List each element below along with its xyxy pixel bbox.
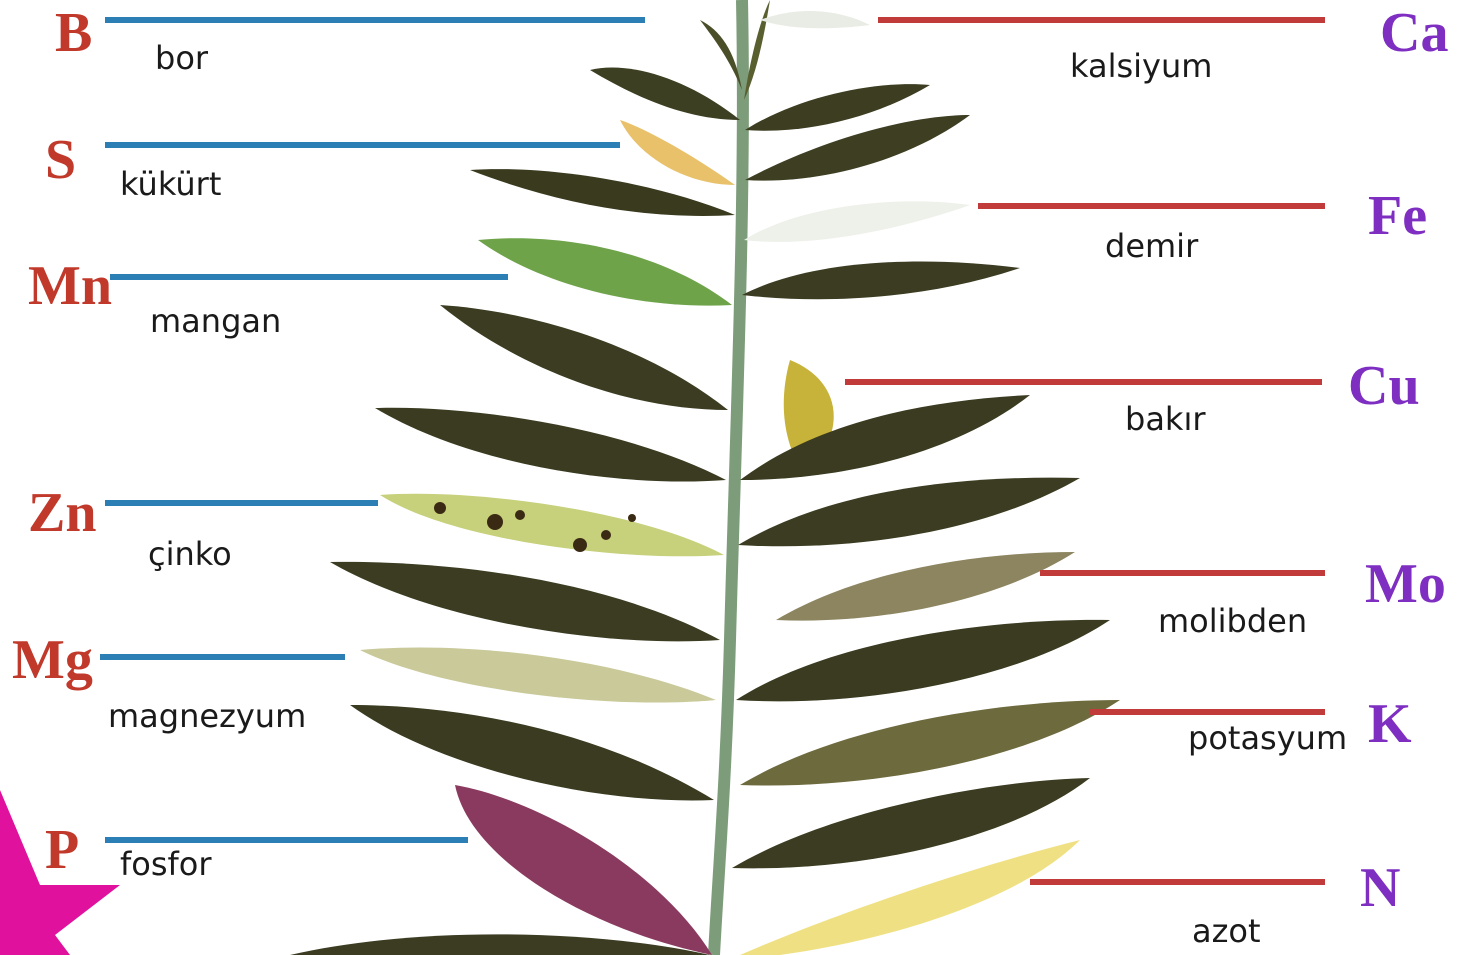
leaf-left-6 — [350, 705, 714, 800]
leaf-top-white — [760, 11, 870, 28]
leaf-left-mg — [360, 647, 716, 702]
element-symbol-azot: N — [1360, 860, 1400, 916]
leaf-left-s — [620, 120, 735, 185]
element-symbol-magnezyum: Mg — [12, 632, 93, 688]
element-name-çinko: çinko — [148, 538, 232, 570]
element-name-magnezyum: magnezyum — [108, 700, 306, 732]
leaf-left-3 — [440, 305, 728, 410]
element-name-kalsiyum: kalsiyum — [1070, 50, 1212, 82]
leaf-left-5 — [330, 562, 720, 641]
leaf-spot — [434, 502, 446, 514]
leaf-right-6 — [736, 620, 1110, 701]
leader-lines — [100, 20, 1325, 882]
leaf-left-zn — [380, 494, 724, 557]
element-symbol-kükürt: S — [45, 132, 76, 188]
leaf-right-k — [740, 700, 1120, 786]
element-name-kükürt: kükürt — [120, 168, 221, 200]
element-name-azot: azot — [1192, 915, 1261, 947]
leaf-left-1 — [590, 67, 740, 120]
element-symbol-bor: B — [55, 5, 92, 61]
leaf-top-shoot — [700, 20, 742, 90]
element-symbol-fosfor: P — [45, 822, 79, 878]
leaf-right-3 — [742, 261, 1020, 299]
leaf-left-p — [455, 785, 712, 955]
leaf-left-7 — [290, 934, 710, 955]
leaf-spot — [601, 530, 611, 540]
element-symbol-potasyum: K — [1368, 696, 1412, 752]
leaf-right-4 — [740, 395, 1030, 480]
element-symbol-mangan: Mn — [28, 258, 112, 314]
leaf-spot — [487, 514, 503, 530]
element-symbol-çinko: Zn — [28, 485, 97, 541]
leaf-left-4 — [375, 408, 726, 482]
element-symbol-bakır: Cu — [1348, 358, 1420, 414]
element-symbol-demir: Fe — [1368, 188, 1427, 244]
element-name-bakır: bakır — [1125, 403, 1206, 435]
element-symbol-kalsiyum: Ca — [1380, 5, 1448, 61]
leaf-right-5 — [738, 478, 1080, 547]
leaf-spot — [628, 514, 636, 522]
element-symbol-molibden: Mo — [1365, 556, 1446, 612]
leaf-right-mo — [776, 552, 1075, 621]
leaf-right-fe — [744, 201, 970, 242]
element-name-potasyum: potasyum — [1188, 722, 1347, 754]
leaf-left-mn — [478, 238, 732, 305]
element-name-mangan: mangan — [150, 305, 281, 337]
element-name-molibden: molibden — [1158, 605, 1307, 637]
leaf-spot — [515, 510, 525, 520]
element-name-fosfor: fosfor — [120, 848, 212, 880]
element-name-bor: bor — [155, 42, 208, 74]
element-name-demir: demir — [1105, 230, 1198, 262]
leaf-spot — [573, 538, 587, 552]
